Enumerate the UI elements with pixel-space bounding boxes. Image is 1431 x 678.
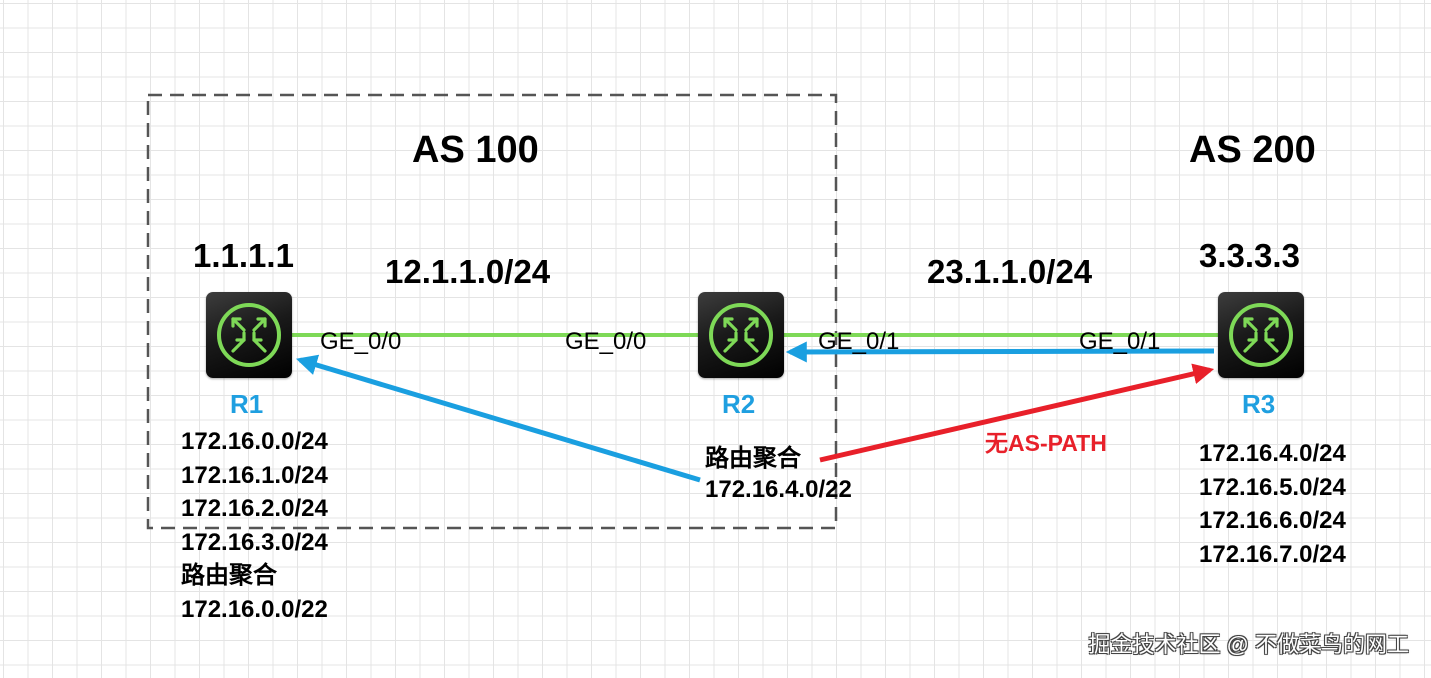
list-item: 172.16.0.0/24: [181, 428, 328, 455]
as100-boundary: [146, 93, 838, 530]
r1-interface-label: GE_0/0: [320, 328, 402, 355]
arrow-r3-to-r2: [785, 341, 1215, 363]
r2-summary-block: 路由聚合 172.16.4.0/22: [705, 443, 852, 505]
network-12-label: 12.1.1.0/24: [385, 253, 551, 290]
r3-prefix-list: 172.16.4.0/24 172.16.5.0/24 172.16.6.0/2…: [1199, 437, 1346, 571]
list-item: 172.16.1.0/24: [181, 461, 328, 489]
r2-name-label: R2: [722, 389, 756, 419]
no-as-path-label: 无AS-PATH: [985, 430, 1107, 456]
r1-router-id: 1.1.1.1: [193, 237, 294, 274]
r2-summary-prefix: 172.16.4.0/22: [705, 476, 852, 503]
list-item: 172.16.7.0/24: [1199, 540, 1346, 568]
list-item: 172.16.5.0/24: [1199, 473, 1346, 501]
r1-name-label: R1: [230, 389, 264, 419]
r1-prefix-list: 172.16.0.0/24 172.16.1.0/24 172.16.2.0/2…: [181, 425, 328, 627]
r2-right-interface-label: GE_0/1: [818, 328, 900, 355]
r3-router-id: 3.3.3.3: [1199, 237, 1300, 274]
as200-label: AS 200: [1189, 129, 1316, 171]
router-r2[interactable]: [698, 292, 784, 378]
r1-summary-prefix: 172.16.0.0/22: [181, 595, 328, 623]
router-r1[interactable]: [206, 292, 292, 378]
router-icon: [1229, 303, 1293, 367]
arrow-r2-to-r3: [819, 363, 1215, 463]
router-r3[interactable]: [1218, 292, 1304, 378]
arrow-r2-to-r1: [295, 354, 701, 483]
r2-left-interface-label: GE_0/0: [565, 328, 647, 355]
r3-name-label: R3: [1242, 389, 1276, 419]
list-item: 172.16.2.0/24: [181, 495, 328, 523]
router-icon: [217, 303, 281, 367]
list-item: 172.16.4.0/24: [1199, 440, 1346, 467]
r2-summary-label: 路由聚合: [705, 445, 801, 472]
list-item: 172.16.3.0/24: [181, 528, 328, 556]
r3-interface-label: GE_0/1: [1079, 328, 1161, 355]
network-23-label: 23.1.1.0/24: [927, 253, 1093, 290]
as100-label: AS 100: [412, 129, 539, 171]
watermark: 掘金技术社区 @ 不做菜鸟的网工: [1088, 632, 1409, 657]
r1-summary-label: 路由聚合: [181, 562, 277, 590]
router-icon: [709, 303, 773, 367]
list-item: 172.16.6.0/24: [1199, 507, 1346, 535]
